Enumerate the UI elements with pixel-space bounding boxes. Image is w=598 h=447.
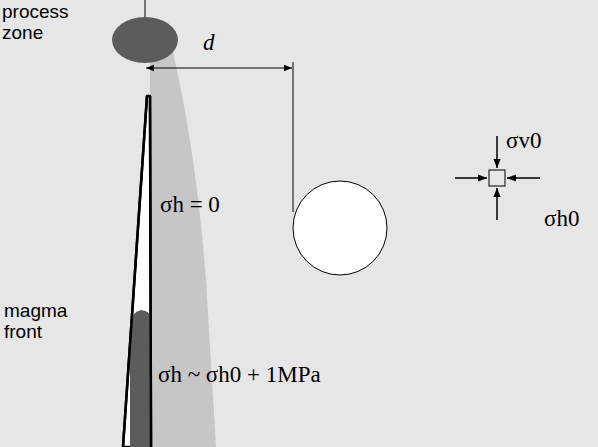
- zone-label: process zone: [2, 1, 78, 43]
- stress-arrow: [496, 136, 498, 168]
- magma-front-label: magma front: [4, 300, 76, 342]
- dike-outline: [123, 96, 151, 447]
- dimension-label: d: [203, 30, 215, 56]
- process-zone: process zone: [0, 0, 182, 66]
- stress-arrow: [455, 177, 487, 179]
- stress-arrow: [496, 188, 498, 220]
- cavity-circle: [293, 181, 387, 275]
- stress-label: σh ~ σh0 + 1MPa: [158, 362, 321, 388]
- stress-shadow-band: [150, 48, 216, 447]
- stress-label: σh = 0: [160, 192, 220, 218]
- dimension-extension: [293, 62, 294, 212]
- stress-label: σh0: [544, 206, 579, 232]
- dimension-line: [146, 68, 292, 69]
- stress-arrow: [507, 177, 540, 179]
- stress-element: [489, 170, 505, 186]
- process-zone-ellipse: [112, 17, 178, 63]
- magma-fill: [130, 310, 152, 447]
- stress-label: σv0: [506, 128, 541, 154]
- dike-opening: [123, 96, 151, 447]
